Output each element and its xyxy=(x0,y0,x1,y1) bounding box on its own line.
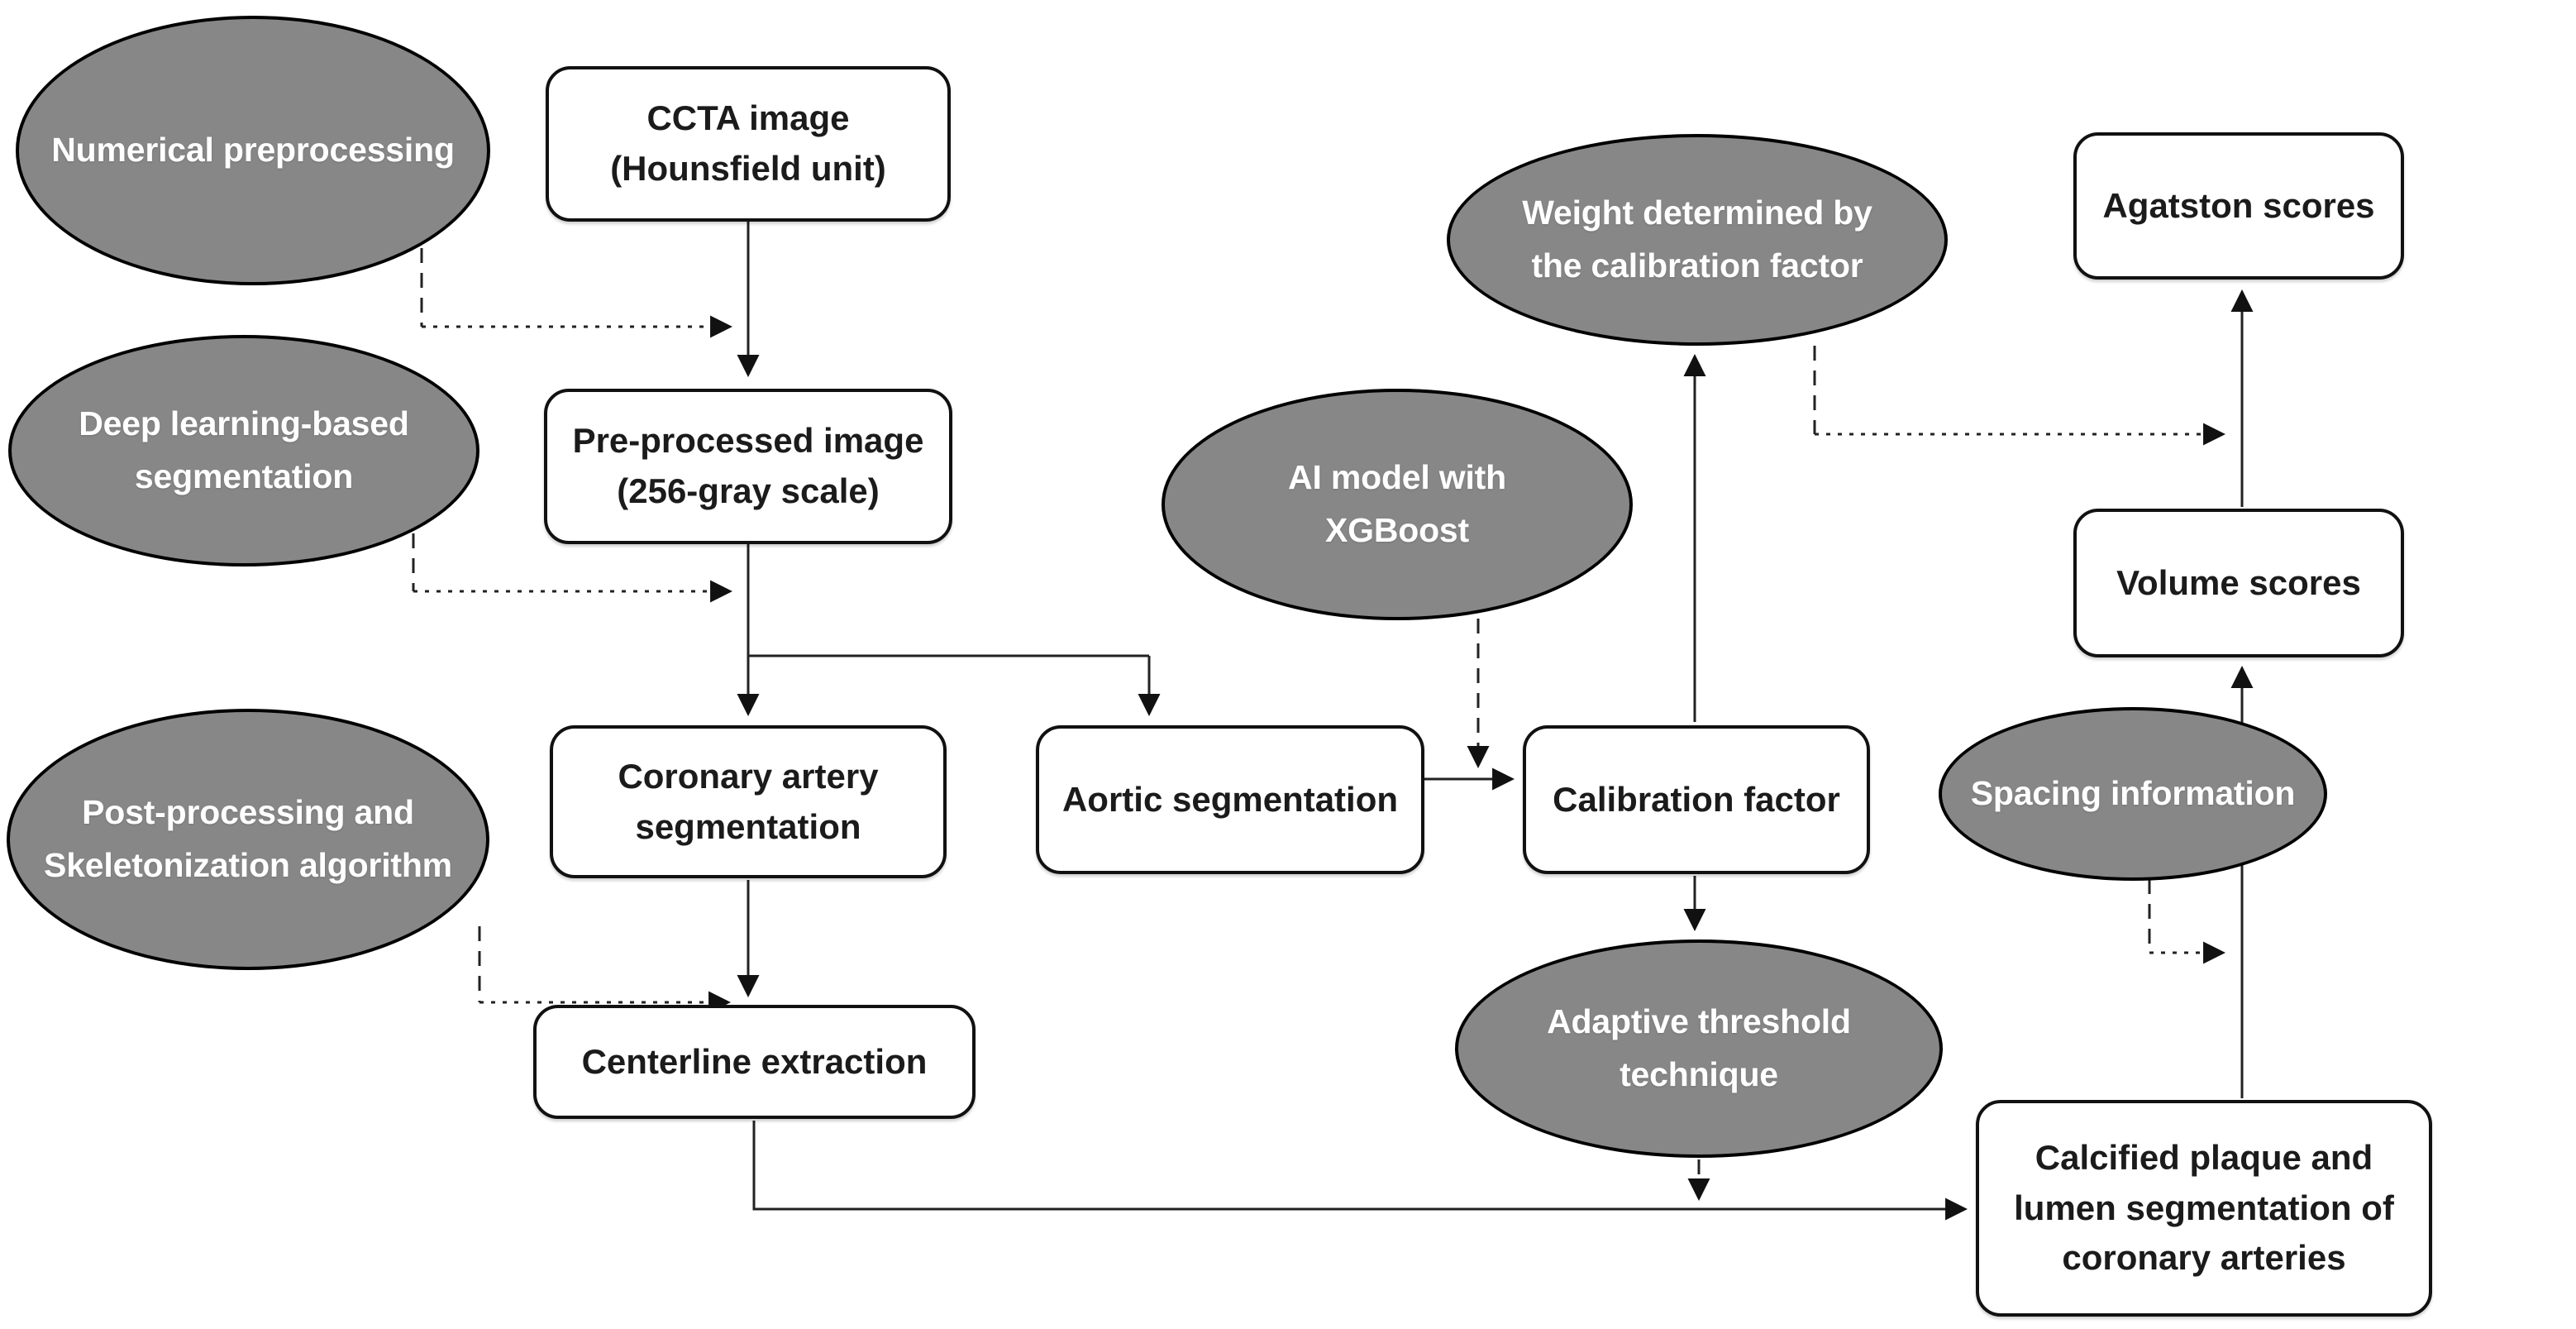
ellipse-spacing-information: Spacing information xyxy=(1939,707,2327,881)
edge-centerline-to-calcified xyxy=(752,1121,1968,1221)
node-aortic-segmentation: Aortic segmentation xyxy=(1036,725,1424,874)
ellipse-post-processing-skeletonization: Post-processing and Skeletonization algo… xyxy=(7,709,489,970)
ellipse-ai-model-xgboost: AI model with XGBoost xyxy=(1162,389,1633,620)
node-calcified-plaque-lumen-segmentation: Calcified plaque and lumen segmentation … xyxy=(1976,1100,2432,1317)
node-calibration-factor: Calibration factor xyxy=(1523,725,1870,874)
ellipse-deep-learning-segmentation: Deep learning-based segmentation xyxy=(8,335,479,566)
node-coronary-artery-segmentation: Coronary artery segmentation xyxy=(550,725,947,878)
ellipse-weight-calibration-factor: Weight determined by the calibration fac… xyxy=(1447,134,1948,346)
ellipse-adaptive-threshold: Adaptive threshold technique xyxy=(1455,939,1943,1158)
node-volume-scores: Volume scores xyxy=(2073,509,2404,657)
node-agatston-scores: Agatston scores xyxy=(2073,132,2404,280)
ellipse-numerical-preprocessing: Numerical preprocessing xyxy=(16,16,490,285)
node-centerline-extraction: Centerline extraction xyxy=(533,1005,976,1119)
node-preprocessed-image: Pre-processed image (256-gray scale) xyxy=(544,389,952,544)
node-ccta-image: CCTA image (Hounsfield unit) xyxy=(546,66,951,222)
